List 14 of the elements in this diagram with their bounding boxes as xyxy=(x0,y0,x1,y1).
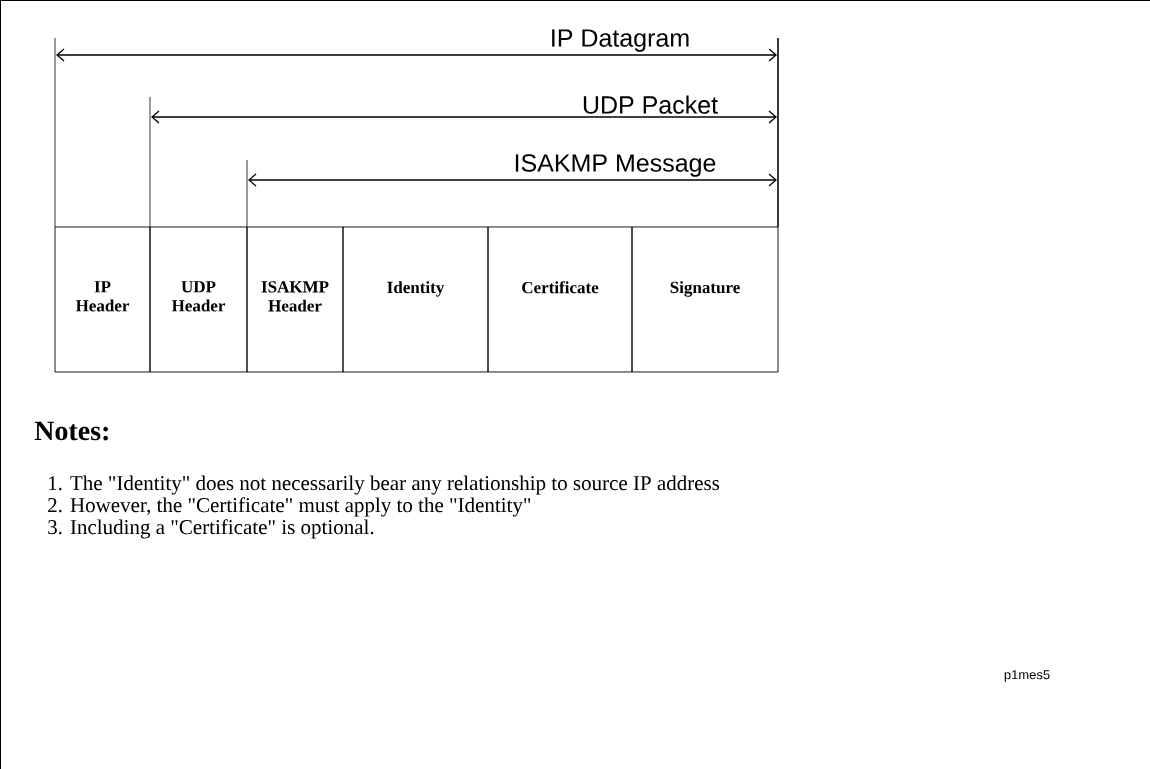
packet-field: Signature xyxy=(631,226,779,373)
note-item: 1. The "Identity" does not necessarily bear any relationship to source IP address xyxy=(49,475,720,495)
packet-field: Identity xyxy=(342,226,489,373)
notes-heading: Notes: xyxy=(34,421,108,441)
note-item: 3. Including a "Certificate" is optional. xyxy=(48,519,374,539)
packet-field: UDP Header xyxy=(149,226,248,373)
span-label: UDP Packet xyxy=(583,95,718,114)
note-item: 2. However, the "Certificate" must apply to the "Identity" xyxy=(48,497,531,517)
packet-field: ISAKMP Header xyxy=(246,226,344,373)
figure-id: p1mes5 xyxy=(1004,670,1050,682)
packet-field: IP Header xyxy=(54,226,151,373)
packet-field: Certificate xyxy=(487,226,633,373)
span-label: IP Datagram xyxy=(552,29,689,52)
span-label: ISAKMP Message xyxy=(515,154,716,177)
